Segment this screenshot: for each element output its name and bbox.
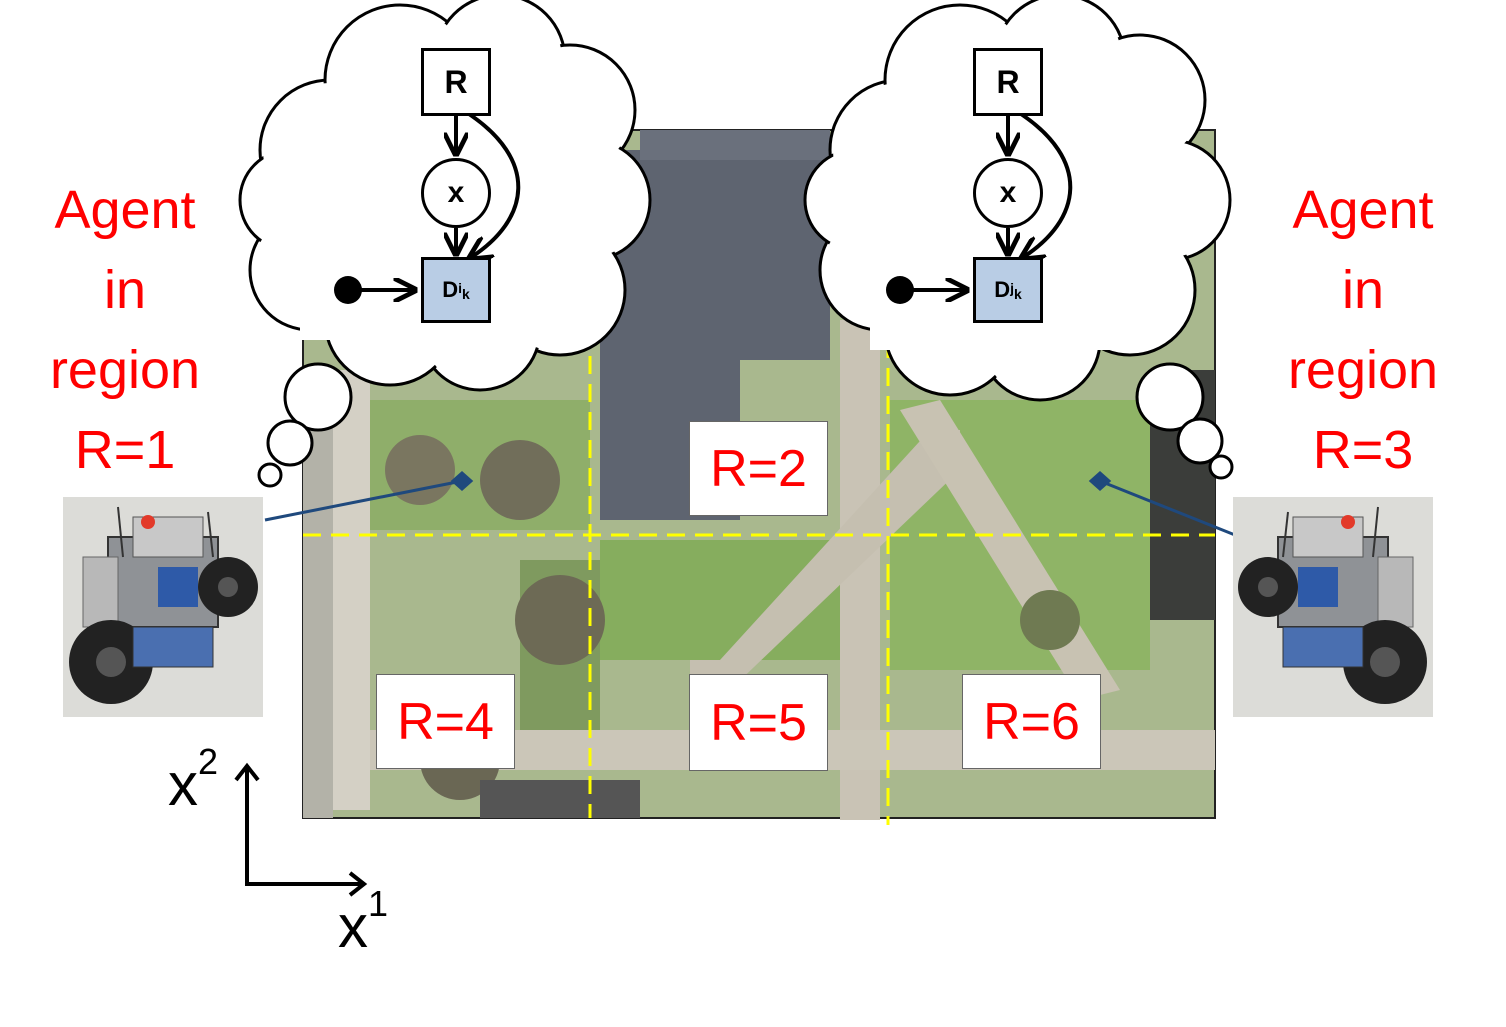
region-label-5: R=5 <box>689 674 828 771</box>
agent-left-line-4: R=1 <box>74 420 176 480</box>
agent-right-line-2: in <box>1341 260 1385 320</box>
node-d-left-sub: k <box>461 286 470 302</box>
robot-image-left <box>63 497 263 717</box>
agent-label-left: Agent in region R=1 <box>15 170 235 490</box>
region-label-6: R=6 <box>962 674 1101 769</box>
network-edges-left <box>360 110 521 290</box>
axis-label-x1-sup: 1 <box>368 883 389 924</box>
node-r-right: R <box>973 48 1043 116</box>
node-d-right-label: D <box>994 277 1011 302</box>
agent-label-right: Agent in region R=3 <box>1253 170 1473 490</box>
thought-cloud-right-fill <box>808 0 1227 397</box>
coordinate-axes <box>234 762 368 897</box>
axis-label-x1-base: x <box>338 893 368 960</box>
node-d-right-sup: j <box>1010 280 1014 296</box>
agent-left-line-2: in <box>103 260 147 320</box>
region-grid <box>303 300 1215 825</box>
agent-left-line-3: region <box>49 340 201 400</box>
agent-right-line-3: region <box>1287 340 1439 400</box>
node-x-right-label: x <box>999 176 1017 209</box>
robot-image-right <box>1233 497 1433 717</box>
thought-bubbles-left <box>257 362 353 488</box>
axis-label-x2: x2 <box>168 741 218 819</box>
region-label-4: R=4 <box>376 674 515 769</box>
region-label-2: R=2 <box>689 421 828 516</box>
node-d-right-sub: k <box>1013 286 1022 302</box>
agent-right-line-1: Agent <box>1292 180 1434 240</box>
agent-left-line-1: Agent <box>54 180 196 240</box>
agent-right-line-4: R=3 <box>1312 420 1414 480</box>
agent-pointers <box>264 470 1236 537</box>
node-x-right: x <box>973 158 1043 228</box>
node-d-left-sup: i <box>458 280 462 296</box>
observation-dot-left <box>334 276 362 304</box>
observation-dot-right <box>886 276 914 304</box>
axis-label-x2-base: x <box>168 751 198 818</box>
network-edges-right <box>912 110 1073 290</box>
node-r-left: R <box>421 48 491 116</box>
thought-bubbles-right <box>1135 362 1234 480</box>
node-d-left-label: D <box>442 277 459 302</box>
node-r-right-label: R <box>996 63 1020 100</box>
axis-label-x2-sup: 2 <box>198 741 219 782</box>
node-x-left: x <box>421 158 491 228</box>
node-r-left-label: R <box>444 63 468 100</box>
node-x-left-label: x <box>447 176 465 209</box>
axis-label-x1: x1 <box>338 883 388 961</box>
